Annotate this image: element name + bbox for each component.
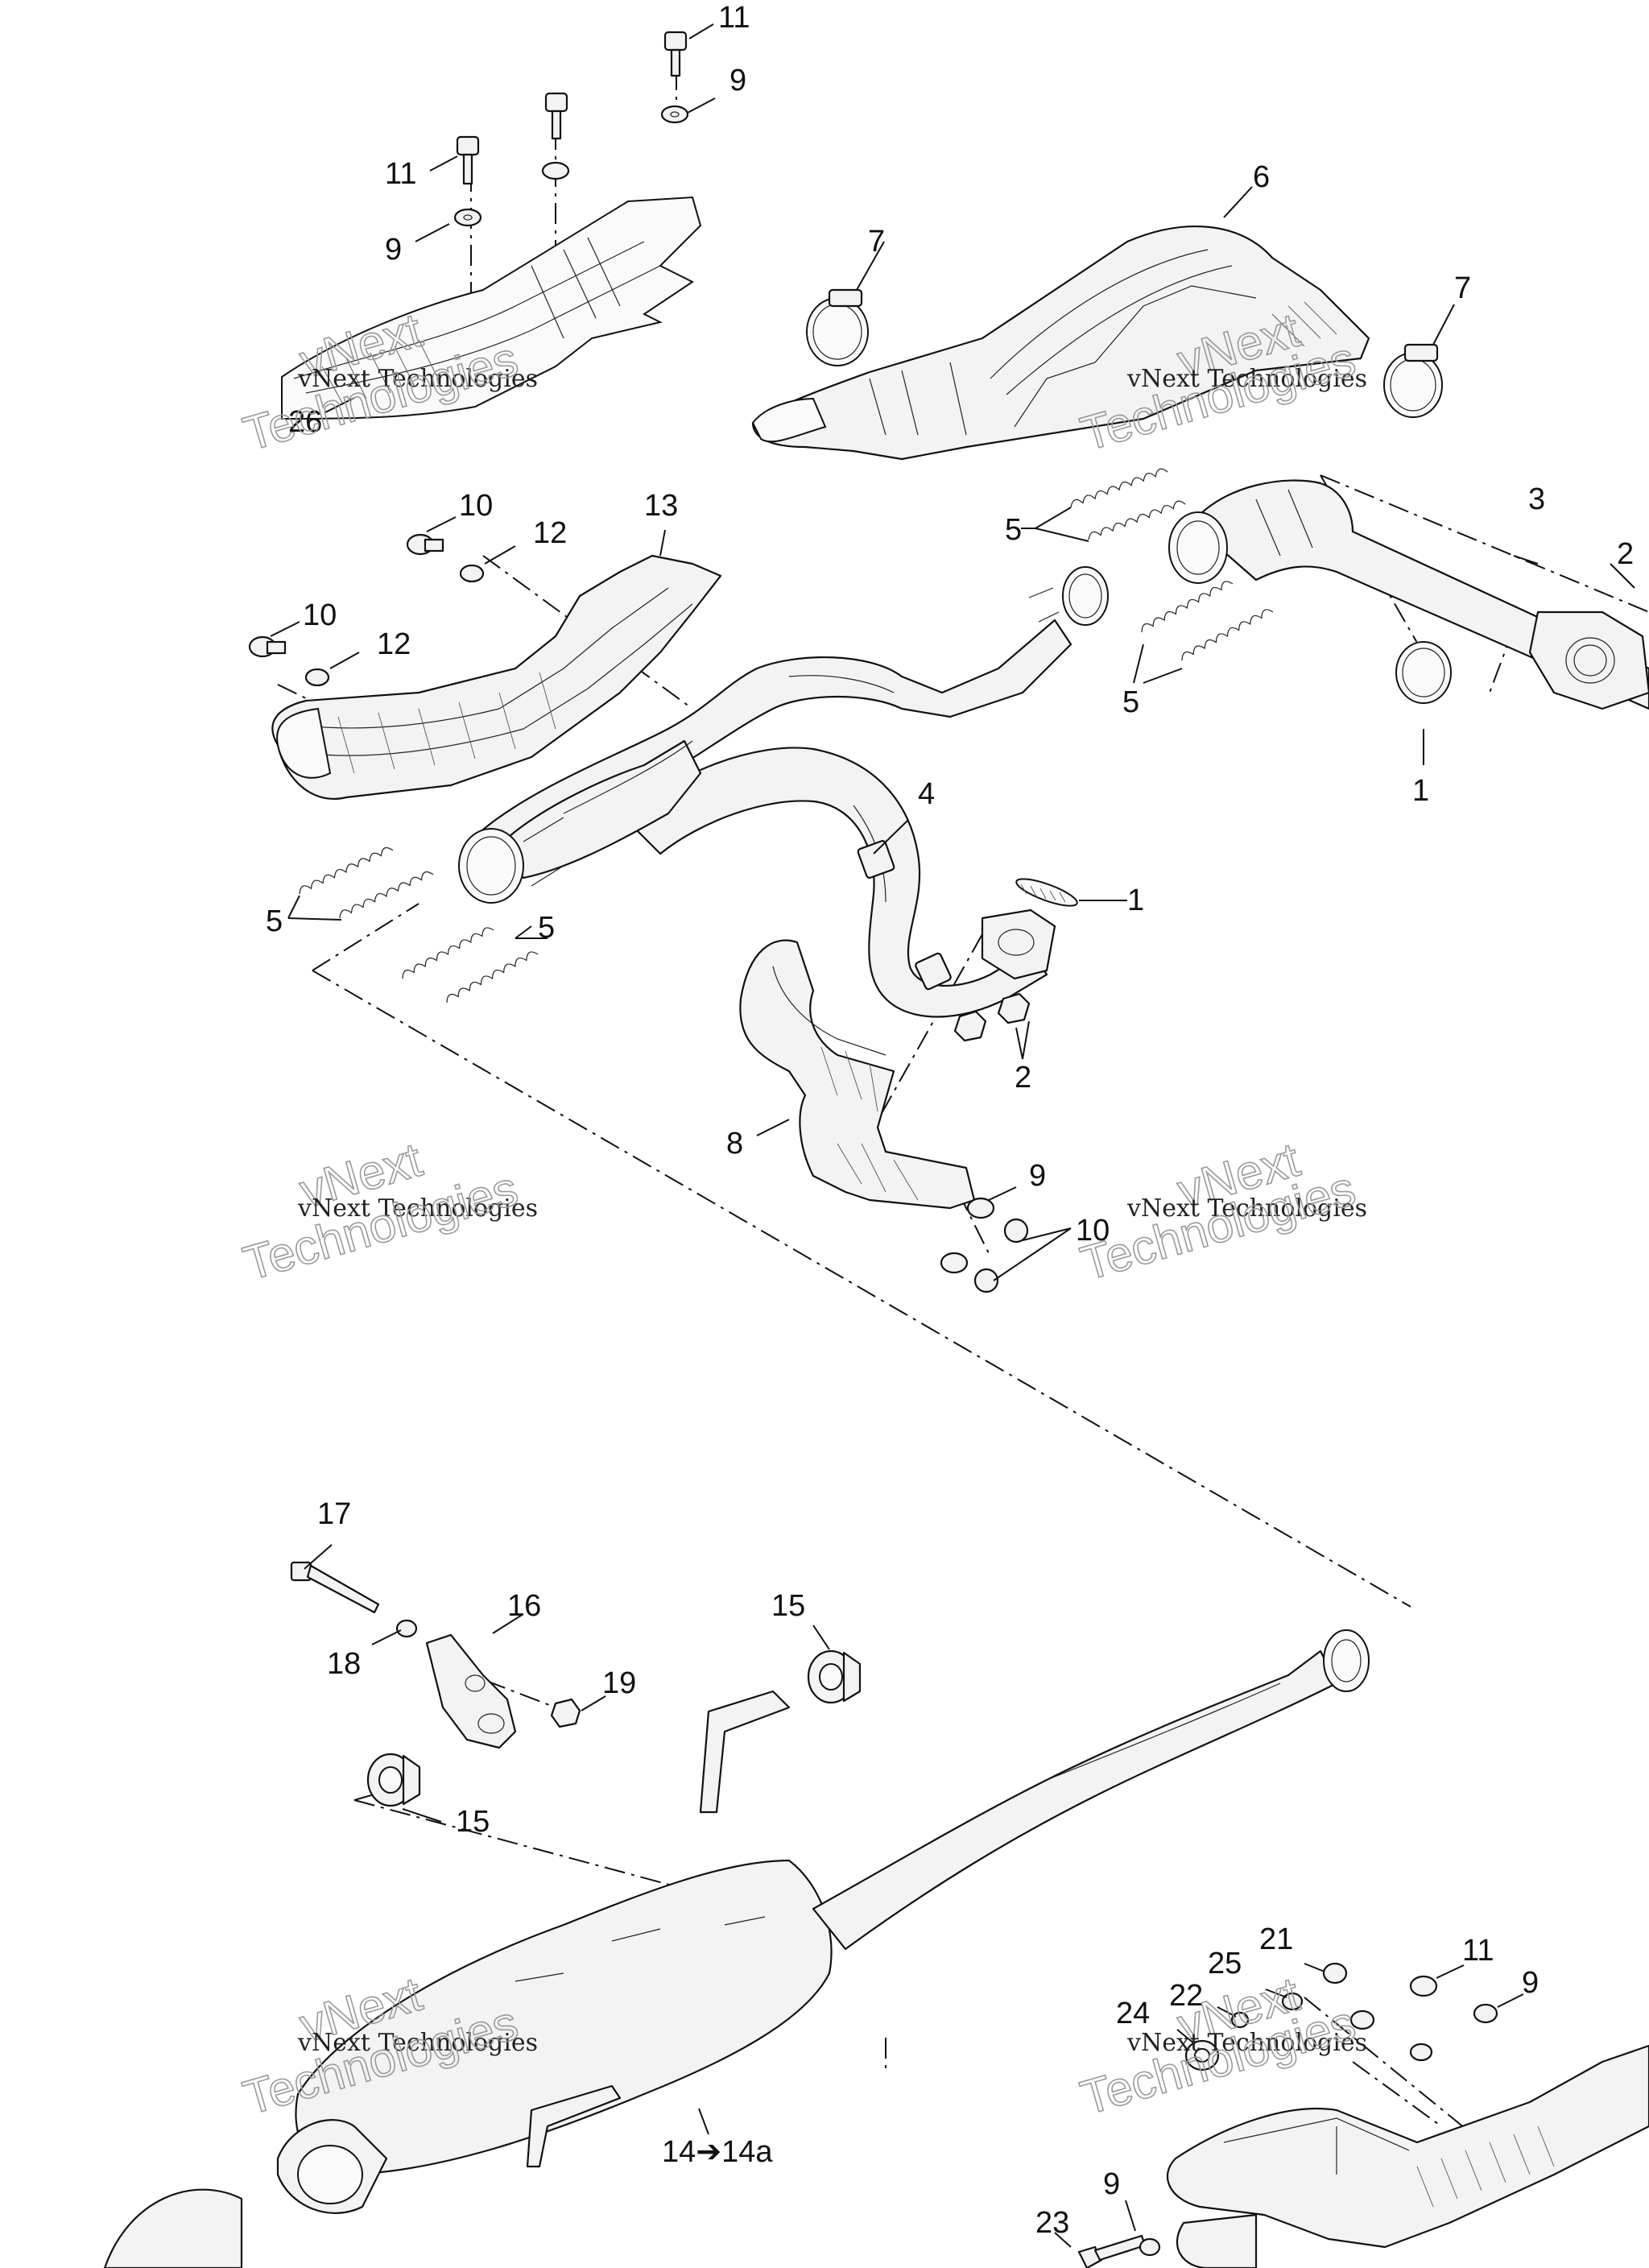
heat-shield-8 bbox=[739, 939, 976, 1210]
bracket-16 bbox=[425, 1633, 517, 1749]
callout-12-a: 12 bbox=[533, 516, 567, 550]
callout-9-bottom: 9 bbox=[1103, 2167, 1120, 2201]
washer-18 bbox=[395, 1619, 418, 1638]
callout-2-mid: 2 bbox=[1015, 1061, 1031, 1095]
washer-12-a bbox=[459, 564, 485, 583]
callout-5-mid: 5 bbox=[1122, 685, 1139, 719]
callout-14: 14➔14a bbox=[662, 2135, 773, 2169]
bolt-23 bbox=[1077, 2234, 1147, 2268]
callout-9-left: 9 bbox=[385, 233, 402, 267]
springs-5-upper bbox=[1070, 468, 1186, 540]
grommet-15-top bbox=[807, 1649, 862, 1704]
grommet-24 bbox=[1184, 2039, 1220, 2071]
washer-9-top bbox=[660, 105, 689, 124]
flange-2-right bbox=[1528, 610, 1649, 710]
svg-text:vNext Technologies: vNext Technologies bbox=[1126, 365, 1367, 393]
gasket-1-right bbox=[1395, 641, 1452, 704]
bolt-10-b bbox=[248, 635, 287, 658]
pipe-outlet-upper bbox=[1028, 566, 1109, 626]
watermark-3: vNext vNext Technologies Technologies bbox=[237, 1132, 538, 1291]
callout-6: 6 bbox=[1253, 160, 1270, 194]
callout-11-left: 11 bbox=[385, 157, 416, 191]
callout-11-low: 11 bbox=[1462, 1934, 1494, 1968]
callout-9-low: 9 bbox=[1522, 1966, 1539, 2000]
svg-text:vNext Technologies: vNext Technologies bbox=[297, 365, 538, 393]
callout-3: 3 bbox=[1528, 482, 1545, 516]
washer-25 bbox=[1281, 1992, 1304, 2011]
callout-22: 22 bbox=[1169, 1979, 1203, 2013]
exhaust-pipe-4 bbox=[481, 619, 1072, 1018]
callout-18: 18 bbox=[327, 1647, 361, 1681]
springs-5-left-a bbox=[299, 846, 434, 919]
callout-9-mid: 9 bbox=[1029, 1159, 1046, 1193]
callout-7-left: 7 bbox=[868, 225, 885, 259]
washer-9-mid bbox=[940, 1197, 995, 1274]
washer-12-b bbox=[304, 668, 330, 687]
heat-shield-6 bbox=[751, 226, 1370, 461]
gasket-1-mid bbox=[1015, 878, 1078, 907]
washer-9-bottom bbox=[1139, 2237, 1161, 2257]
heat-shield-26 bbox=[281, 196, 702, 420]
callout-11-top: 11 bbox=[718, 1, 750, 35]
callout-17: 17 bbox=[317, 1497, 351, 1531]
washer-9-low bbox=[1409, 2003, 1498, 2062]
nut-19 bbox=[550, 1698, 581, 1728]
muffler-14 bbox=[103, 1629, 1370, 2268]
heat-shield-13 bbox=[271, 554, 722, 800]
callout-15-left: 15 bbox=[456, 1805, 490, 1839]
watermark-6: vNext vNext Technologies Technologies bbox=[1074, 1966, 1367, 2125]
grommet-15-left bbox=[366, 1753, 421, 1807]
flange-manifold-mid bbox=[981, 908, 1056, 980]
svg-text:vNext Technologies: vNext Technologies bbox=[1126, 1194, 1367, 1223]
callout-2-right: 2 bbox=[1617, 537, 1634, 571]
callout-23: 23 bbox=[1035, 2206, 1069, 2240]
svg-text:vNext Technologies: vNext Technologies bbox=[297, 1194, 538, 1223]
clamp-7-right bbox=[1383, 343, 1443, 418]
callout-15-top: 15 bbox=[771, 1589, 805, 1623]
callout-1-right: 1 bbox=[1412, 774, 1429, 808]
callout-13: 13 bbox=[644, 489, 678, 523]
callout-7-right: 7 bbox=[1454, 271, 1471, 305]
callout-25: 25 bbox=[1208, 1947, 1242, 1980]
watermark-4: vNext vNext Technologies Technologies bbox=[1074, 1132, 1367, 1291]
callout-5-left-b: 5 bbox=[538, 911, 555, 945]
callout-24: 24 bbox=[1116, 1997, 1150, 2030]
springs-5-mid bbox=[1141, 581, 1274, 661]
pipe-inlet-left bbox=[458, 817, 564, 904]
nut-2-mid bbox=[953, 992, 1031, 1042]
svg-text:vNext Technologies: vNext Technologies bbox=[1126, 2029, 1367, 2057]
bolt-17 bbox=[290, 1561, 380, 1614]
callout-26: 26 bbox=[288, 405, 322, 439]
lower-right-heat-shield bbox=[1166, 2044, 1649, 2268]
callout-4: 4 bbox=[918, 777, 935, 811]
callout-1-mid: 1 bbox=[1127, 884, 1144, 917]
washer-9-left bbox=[453, 208, 482, 227]
callout-9-top: 9 bbox=[729, 64, 746, 97]
callout-10-mid: 10 bbox=[1076, 1214, 1110, 1248]
nut-21 bbox=[1322, 1962, 1348, 1984]
leader-lines bbox=[270, 23, 1635, 2248]
clamp-7-left bbox=[806, 288, 869, 366]
bolt-11-top bbox=[663, 31, 688, 77]
bolt-11-left bbox=[456, 135, 480, 185]
bolt-11-low bbox=[1349, 1975, 1438, 2030]
callout-16: 16 bbox=[507, 1589, 541, 1623]
springs-5-left-b bbox=[402, 927, 539, 1004]
callout-10-a: 10 bbox=[459, 489, 493, 523]
callout-10-b: 10 bbox=[303, 598, 337, 632]
bolt-10-a bbox=[406, 533, 444, 556]
nut-10-mid bbox=[973, 1218, 1029, 1293]
callout-12-b: 12 bbox=[377, 627, 411, 661]
callout-5-upper: 5 bbox=[1005, 513, 1022, 547]
svg-text:vNext Technologies: vNext Technologies bbox=[297, 2029, 538, 2057]
callout-5-left-a: 5 bbox=[266, 904, 283, 938]
callout-21: 21 bbox=[1259, 1922, 1293, 1956]
bolt-11-mid bbox=[541, 92, 570, 180]
callout-19: 19 bbox=[602, 1666, 636, 1700]
callout-8: 8 bbox=[726, 1127, 743, 1161]
callout-labels: 11 9 11 9 26 7 6 7 10 12 13 10 12 5 3 2 … bbox=[266, 1, 1634, 2240]
